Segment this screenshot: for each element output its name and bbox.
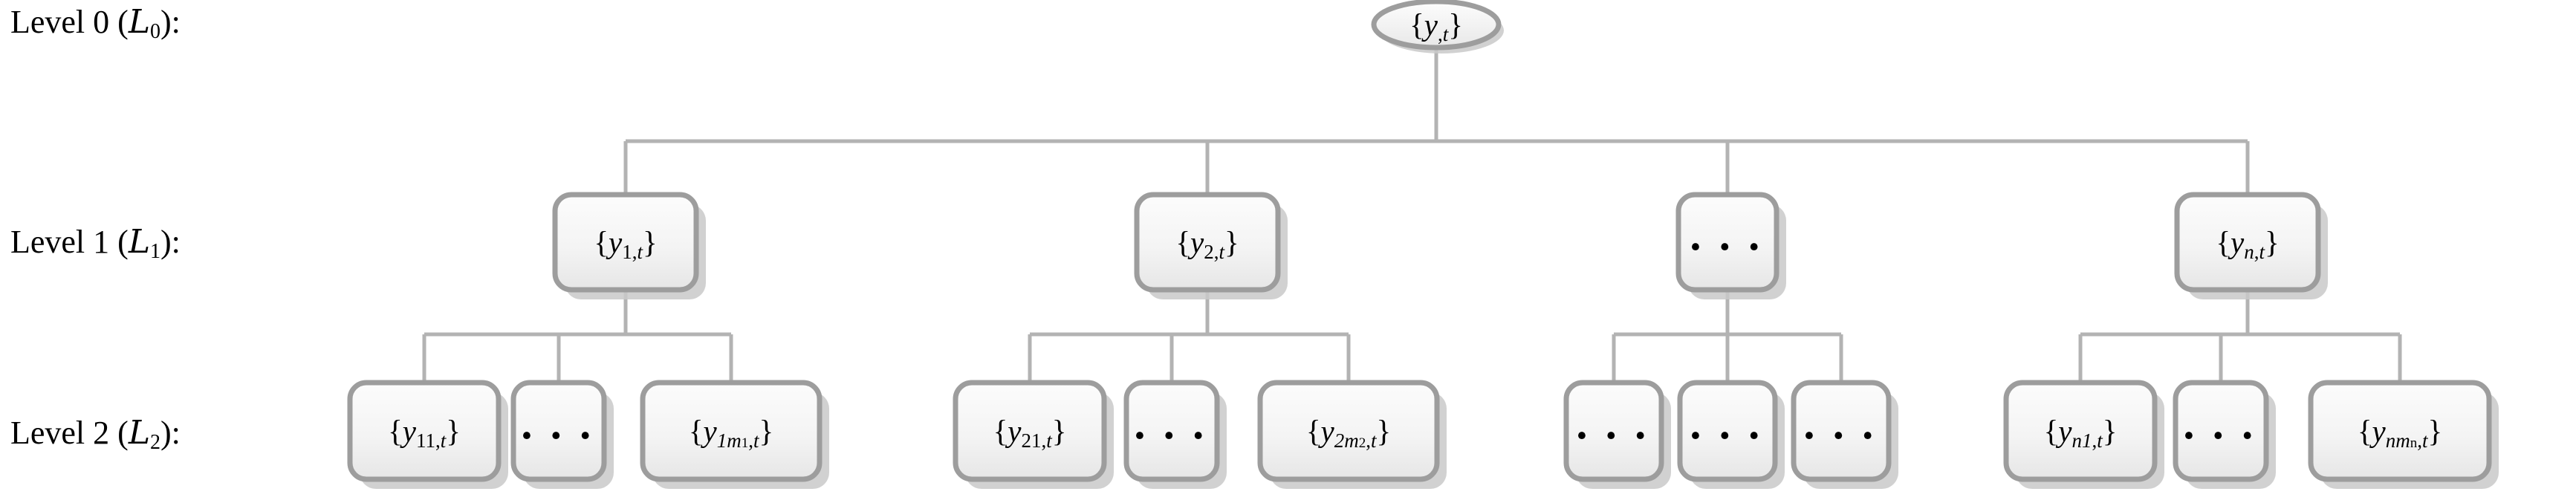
row-label-group: Level 0 (L0): Level 1 (L1): Level 2 (L2): [10, 3, 181, 454]
level2-node-group: {y11,t} • • • {y1m1,t} {y21,t} • • • {y2m2,t}… [347, 380, 2499, 489]
node-label-l1-1: {y1,t} [594, 225, 657, 263]
connector-l1-1-children [422, 290, 733, 383]
node-box-l2-2-2[interactable] [1123, 380, 1220, 482]
node-box-l2-2-3[interactable] [1257, 380, 1440, 482]
connector-l1-3-children [1612, 290, 1843, 383]
node-label-l1-2: {y2,t} [1175, 225, 1239, 263]
node-box-l2-1-3[interactable] [640, 380, 823, 482]
node-box-root[interactable] [1371, 0, 1502, 51]
node-box-l2-2-1[interactable] [953, 380, 1107, 482]
row-label-level-2: Level 2 (L2): [10, 414, 181, 454]
node-box-l1-3[interactable] [1675, 192, 1779, 293]
node-box-l1-2[interactable] [1134, 192, 1281, 293]
node-label-l2-4-2: • • • [2184, 418, 2258, 452]
connector-l1-2-children [1028, 290, 1351, 383]
node-label-l1-4: {yn,t} [2216, 225, 2279, 263]
connector-l1-4-children [2078, 290, 2402, 383]
row-label-level-1: Level 1 (L1): [10, 223, 181, 263]
connector-level0-level1 [623, 48, 2250, 195]
level1-node-group: {y1,t} {y2,t} • • • {yn,t} [552, 192, 2328, 299]
node-label-l2-3-2: • • • [1690, 418, 1765, 452]
node-box-l2-3-2[interactable] [1677, 380, 1778, 482]
node-box-l2-1-1[interactable] [347, 380, 502, 482]
node-box-l2-4-3[interactable] [2308, 380, 2492, 482]
node-label-l2-2-1: {y21,t} [993, 414, 1067, 452]
node-label-l2-1-2: • • • [522, 418, 596, 452]
node-label-l2-3-3: • • • [1804, 418, 1878, 452]
node-box-l1-4[interactable] [2174, 192, 2321, 293]
node-label-l2-2-3: {y2m2,t} [1306, 414, 1391, 452]
node-label-l2-2-2: • • • [1135, 418, 1209, 452]
node-label-l2-3-1: • • • [1577, 418, 1651, 452]
edges-level1-to-level2 [422, 290, 2402, 383]
node-box-l1-1[interactable] [552, 192, 699, 293]
node-box-l2-3-3[interactable] [1791, 380, 1892, 482]
node-label-root: {y,t} [1409, 7, 1463, 45]
edges-level0-to-level1 [623, 48, 2250, 195]
row-label-level-0: Level 0 (L0): [10, 3, 181, 43]
node-box-l2-4-1[interactable] [2003, 380, 2158, 482]
node-box-l2-1-2[interactable] [510, 380, 607, 482]
node-label-l2-4-3: {ynmn,t} [2358, 414, 2442, 452]
node-label-l1-3: • • • [1690, 230, 1765, 264]
node-label-l2-4-1: {yn1,t} [2044, 414, 2118, 452]
node-label-l2-1-3: {y1m1,t} [689, 414, 773, 452]
level0-node-group: {y,t} [1371, 0, 1504, 53]
node-label-l2-1-1: {y11,t} [388, 414, 461, 452]
node-box-l2-4-2[interactable] [2173, 380, 2269, 482]
node-box-l2-3-1[interactable] [1563, 380, 1664, 482]
